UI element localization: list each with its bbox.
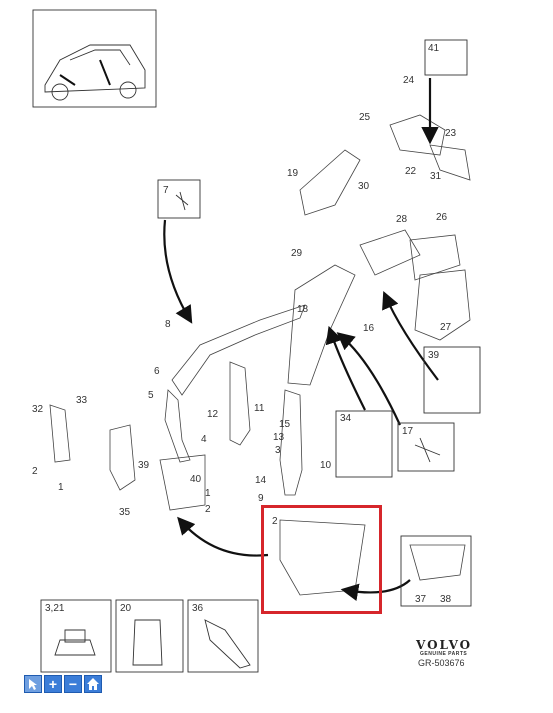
callout-19: 19: [287, 168, 299, 179]
pillar-parts: [49, 114, 471, 596]
leader-37: [340, 579, 411, 601]
callout-25: 25: [359, 112, 371, 123]
callout-9: 9: [258, 493, 264, 504]
leader-39: [382, 290, 439, 381]
callout-39-box: 39: [428, 350, 440, 361]
callout-38: 38: [440, 594, 452, 605]
callout-2: 2: [205, 504, 211, 515]
genuine-parts-label: GENUINE PARTS: [420, 651, 468, 657]
callout-37: 37: [415, 594, 427, 605]
zoom-in-button[interactable]: +: [44, 675, 62, 693]
callout-2-highlight: 2: [272, 516, 278, 527]
callout-4: 4: [201, 434, 207, 445]
part-box-20: [115, 599, 184, 673]
part-box-39: [423, 346, 481, 414]
callout-39: 39: [138, 460, 150, 471]
callout-8: 8: [165, 319, 171, 330]
callout-10: 10: [320, 460, 332, 471]
car-overview-box: [32, 9, 157, 108]
callout-17: 17: [402, 426, 414, 437]
part-box-41: [424, 39, 468, 76]
leader-7: [163, 219, 193, 324]
callout-36: 36: [192, 603, 204, 614]
volvo-logo: VOLVO: [416, 638, 473, 652]
callout-35: 35: [119, 507, 131, 518]
callout-33: 33: [76, 395, 88, 406]
home-button[interactable]: [84, 675, 102, 693]
callout-27: 27: [440, 322, 452, 333]
part-box-7: [157, 179, 201, 219]
callout-14: 14: [255, 475, 267, 486]
zoom-out-button[interactable]: −: [64, 675, 82, 693]
bracket-36-icon: [204, 619, 251, 669]
callout-18: 18: [297, 304, 309, 315]
home-icon: [87, 678, 99, 690]
callout-26: 26: [436, 212, 448, 223]
rivet-nut-icon: [132, 619, 163, 666]
callout-3-21: 3,21: [45, 603, 65, 614]
part-box-34: [335, 410, 393, 478]
callout-12: 12: [207, 409, 219, 420]
part-box-3-21: [40, 599, 112, 673]
part-box-17: [397, 422, 455, 472]
part-box-37-38: [400, 535, 472, 607]
callout-1: 1: [205, 488, 211, 499]
callout-22: 22: [405, 166, 417, 177]
callout-6: 6: [154, 366, 160, 377]
callout-2-left: 2: [32, 466, 38, 477]
cursor-icon: [29, 679, 37, 690]
callout-28: 28: [396, 214, 408, 225]
callout-30: 30: [358, 181, 370, 192]
callout-13: 13: [273, 432, 285, 443]
callout-24: 24: [403, 75, 415, 86]
callout-11: 11: [254, 403, 265, 414]
callout-32: 32: [32, 404, 44, 415]
callout-5: 5: [148, 390, 154, 401]
callout-1-left: 1: [58, 482, 64, 493]
callout-20: 20: [120, 603, 132, 614]
leader-34: [325, 325, 366, 411]
bolt-17-icon: [414, 437, 441, 463]
callout-34: 34: [340, 413, 352, 424]
nut-icon: [54, 629, 96, 656]
callout-15: 15: [279, 419, 291, 430]
leader-2: [177, 516, 269, 557]
bolt-7-icon: [175, 191, 189, 211]
highlighted-part-box[interactable]: [261, 505, 382, 614]
callout-23: 23: [445, 128, 457, 139]
select-tool-button[interactable]: [24, 675, 42, 693]
leader-17: [336, 332, 401, 426]
callout-29: 29: [291, 248, 303, 259]
callout-31: 31: [430, 171, 442, 182]
part-box-36: [187, 599, 259, 673]
car-outline-icon: [44, 44, 146, 93]
callout-40: 40: [190, 474, 202, 485]
callout-16: 16: [363, 323, 375, 334]
viewer-toolbar: + −: [24, 675, 102, 693]
diagram-code: GR-503676: [418, 658, 465, 668]
callout-41: 41: [428, 43, 440, 54]
callout-7: 7: [163, 185, 169, 196]
callout-3: 3: [275, 445, 281, 456]
